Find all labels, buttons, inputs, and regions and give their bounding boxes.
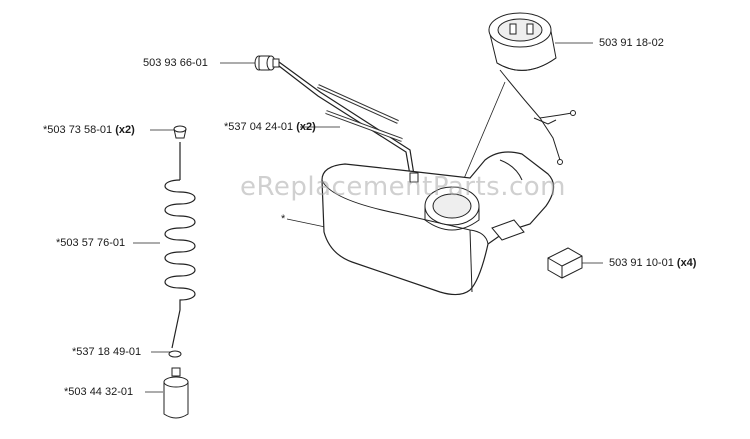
- label-tube: *537 04 24-01 (x2): [224, 121, 316, 133]
- fuel-line-fitting-part: [254, 55, 415, 176]
- label-tank: *: [281, 213, 286, 225]
- coil-hose-part: [164, 142, 196, 349]
- label-fuel-line: 503 93 66-01: [143, 57, 208, 69]
- label-coil-hose: *503 57 76-01: [56, 237, 126, 249]
- label-grommet: *503 73 58-01 (x2): [43, 124, 135, 136]
- rubber-pad-part: [547, 247, 583, 279]
- fuel-tank-part: [321, 151, 555, 296]
- label-rubber-pad: 503 91 10-01 (x4): [609, 257, 697, 269]
- fuel-filter-part: [163, 367, 189, 419]
- label-fuel-cap: 503 91 18-02: [599, 37, 664, 49]
- label-washer: *537 18 49-01: [72, 346, 142, 358]
- label-fuel-filter: *503 44 32-01: [64, 386, 134, 398]
- grommet-part: [173, 125, 187, 139]
- watermark: eReplacementParts.com: [240, 172, 567, 202]
- tube-part: [317, 84, 403, 142]
- fuel-cap-part: [488, 12, 576, 165]
- washer-part: [168, 350, 182, 358]
